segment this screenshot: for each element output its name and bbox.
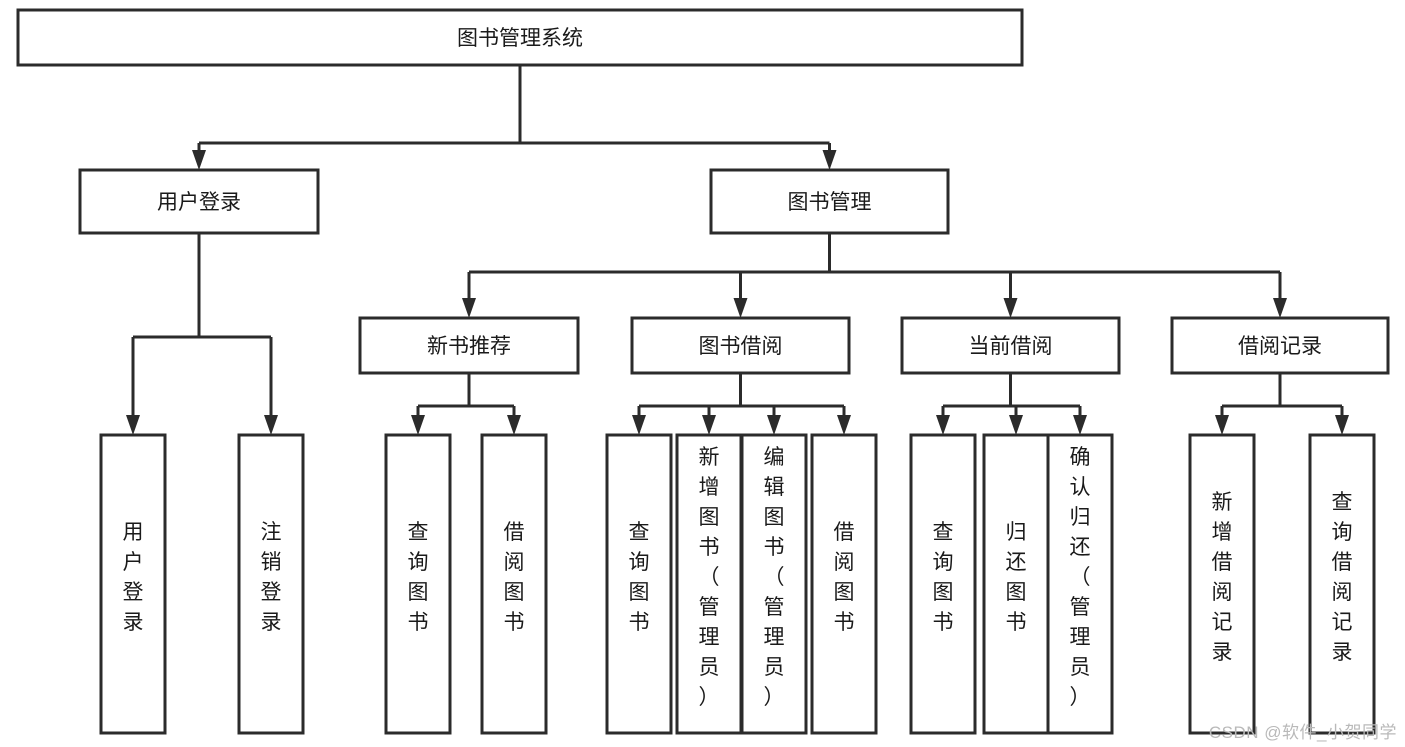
node-label: 新增借阅记录 (1212, 491, 1233, 664)
node-borrow[interactable]: 图书借阅 (630, 316, 851, 375)
nodes-layer: 图书管理系统用户登录图书管理新书推荐图书借阅当前借阅借阅记录用户登录注销登录查询… (16, 8, 1390, 735)
node-box (384, 433, 452, 735)
node-leaf-b-add[interactable]: 新增图书（管理员） (675, 433, 743, 735)
node-label: 图书管理 (788, 191, 872, 214)
arrow-head-icon (822, 150, 837, 170)
node-box (900, 316, 1121, 375)
arrow-head-icon (264, 415, 278, 435)
node-label: 查询图书 (933, 521, 954, 634)
node-leaf-new-query[interactable]: 查询图书 (384, 433, 452, 735)
node-box (810, 433, 878, 735)
node-box (605, 433, 673, 735)
node-leaf-new-borrow[interactable]: 借阅图书 (480, 433, 548, 735)
arrow-head-icon (507, 415, 521, 435)
node-box (740, 433, 808, 735)
node-newbook[interactable]: 新书推荐 (358, 316, 580, 375)
arrow-head-icon (767, 415, 781, 435)
node-label: 新书推荐 (427, 335, 511, 358)
arrow-head-icon (837, 415, 851, 435)
arrow-head-icon (936, 415, 950, 435)
node-box (675, 433, 743, 735)
node-box (1170, 316, 1390, 375)
node-leaf-b-query[interactable]: 查询图书 (605, 433, 673, 735)
node-box (1188, 433, 1256, 735)
edges-layer (126, 65, 1349, 435)
node-label: 图书管理系统 (457, 27, 583, 50)
node-label: 借阅图书 (834, 521, 855, 634)
arrow-head-icon (1273, 298, 1287, 318)
node-label: 查询图书 (629, 521, 650, 634)
node-leaf-r-add[interactable]: 新增借阅记录 (1188, 433, 1256, 735)
node-leaf-r-query[interactable]: 查询借阅记录 (1308, 433, 1376, 735)
node-box (1046, 433, 1114, 735)
node-root[interactable]: 图书管理系统 (16, 8, 1024, 67)
node-label: 新增图书（管理员） (699, 446, 720, 709)
csdn-watermark: CSDN @软件_小贺同学 (1208, 723, 1397, 742)
node-leaf-c-query[interactable]: 查询图书 (909, 433, 977, 735)
node-label: 编辑图书（管理员） (764, 446, 785, 709)
node-leaf-c-confirm[interactable]: 确认归还（管理员） (1046, 433, 1114, 735)
arrow-head-icon (1335, 415, 1349, 435)
node-label: 当前借阅 (969, 335, 1053, 358)
node-leaf-user-login[interactable]: 用户登录 (99, 433, 167, 735)
node-label: 借阅记录 (1238, 335, 1322, 358)
node-label: 借阅图书 (504, 521, 525, 634)
node-bookmgmt[interactable]: 图书管理 (709, 168, 950, 235)
arrow-head-icon (411, 415, 425, 435)
node-label: 注销登录 (261, 521, 282, 634)
node-box (480, 433, 548, 735)
arrow-head-icon (632, 415, 646, 435)
node-box (1308, 433, 1376, 735)
arrow-head-icon (702, 415, 716, 435)
arrow-head-icon (1003, 298, 1018, 318)
node-box (630, 316, 851, 375)
arrow-head-icon (126, 415, 140, 435)
node-leaf-b-borrow[interactable]: 借阅图书 (810, 433, 878, 735)
node-label: 归还图书 (1006, 521, 1027, 634)
node-box (16, 8, 1024, 67)
node-label: 图书借阅 (699, 335, 783, 358)
arrow-head-icon (462, 298, 476, 318)
node-box (909, 433, 977, 735)
node-box (237, 433, 305, 735)
node-box (358, 316, 580, 375)
node-box (99, 433, 167, 735)
node-leaf-b-edit[interactable]: 编辑图书（管理员） (740, 433, 808, 735)
node-label: 查询借阅记录 (1332, 491, 1353, 664)
node-label: 用户登录 (157, 191, 241, 214)
arrow-head-icon (1215, 415, 1229, 435)
node-leaf-c-return[interactable]: 归还图书 (982, 433, 1050, 735)
node-label: 用户登录 (123, 521, 144, 634)
node-box (709, 168, 950, 235)
node-leaf-user-logout[interactable]: 注销登录 (237, 433, 305, 735)
node-label: 确认归还（管理员） (1070, 446, 1091, 709)
node-label: 查询图书 (408, 521, 429, 634)
arrow-head-icon (733, 298, 748, 318)
node-login[interactable]: 用户登录 (78, 168, 320, 235)
node-record[interactable]: 借阅记录 (1170, 316, 1390, 375)
node-box (78, 168, 320, 235)
node-current[interactable]: 当前借阅 (900, 316, 1121, 375)
arrow-head-icon (1009, 415, 1023, 435)
arrow-head-icon (1073, 415, 1087, 435)
arrow-head-icon (192, 150, 206, 170)
